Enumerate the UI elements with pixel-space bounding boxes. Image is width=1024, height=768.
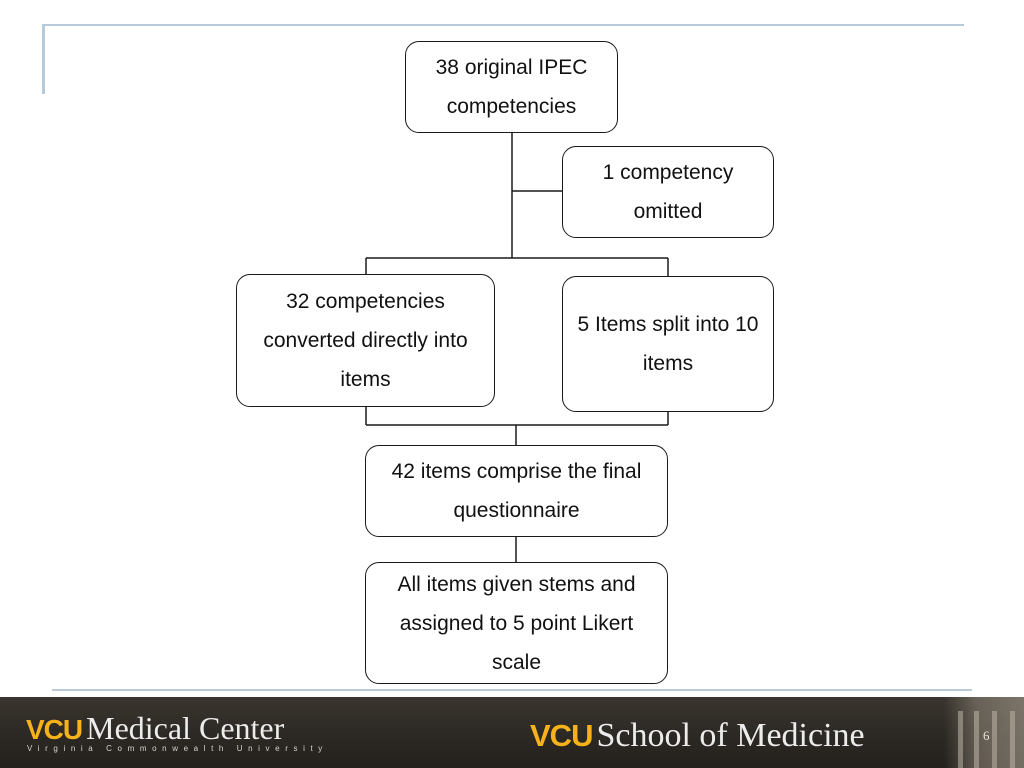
node-converted: 32 competencies converted directly into … bbox=[236, 274, 495, 407]
node-ipec-label: 38 original IPEC competencies bbox=[435, 56, 588, 118]
node-likert-label: All items given stems and assigned to 5 … bbox=[397, 572, 636, 674]
vcu-mark-left: VCU bbox=[26, 714, 83, 745]
medical-center-name: Medical Center bbox=[86, 710, 285, 746]
vcu-university-subtitle: Virginia Commonwealth University bbox=[27, 744, 328, 753]
school-of-medicine-name: School of Medicine bbox=[596, 717, 865, 754]
node-omitted: 1 competency omitted bbox=[562, 146, 774, 238]
page-number: 6 bbox=[983, 728, 990, 743]
building-columns-image bbox=[944, 697, 1024, 768]
column-shape bbox=[992, 711, 997, 768]
node-converted-label: 32 competencies converted directly into … bbox=[263, 290, 468, 391]
node-split: 5 Items split into 10 items bbox=[562, 276, 774, 412]
node-split-label: 5 Items split into 10 items bbox=[577, 313, 759, 375]
node-ipec: 38 original IPEC competencies bbox=[405, 41, 618, 133]
column-shape bbox=[958, 711, 963, 768]
vcu-mark-right: VCU bbox=[530, 718, 593, 753]
top-rule bbox=[42, 24, 964, 26]
node-final: 42 items comprise the final questionnair… bbox=[365, 445, 668, 537]
title-accent-bar bbox=[42, 24, 45, 94]
column-shape bbox=[1010, 711, 1015, 768]
bottom-rule bbox=[52, 689, 972, 691]
node-likert: All items given stems and assigned to 5 … bbox=[365, 562, 668, 684]
node-omitted-label: 1 competency omitted bbox=[602, 161, 734, 223]
node-final-label: 42 items comprise the final questionnair… bbox=[391, 460, 642, 522]
column-shape bbox=[974, 711, 979, 768]
